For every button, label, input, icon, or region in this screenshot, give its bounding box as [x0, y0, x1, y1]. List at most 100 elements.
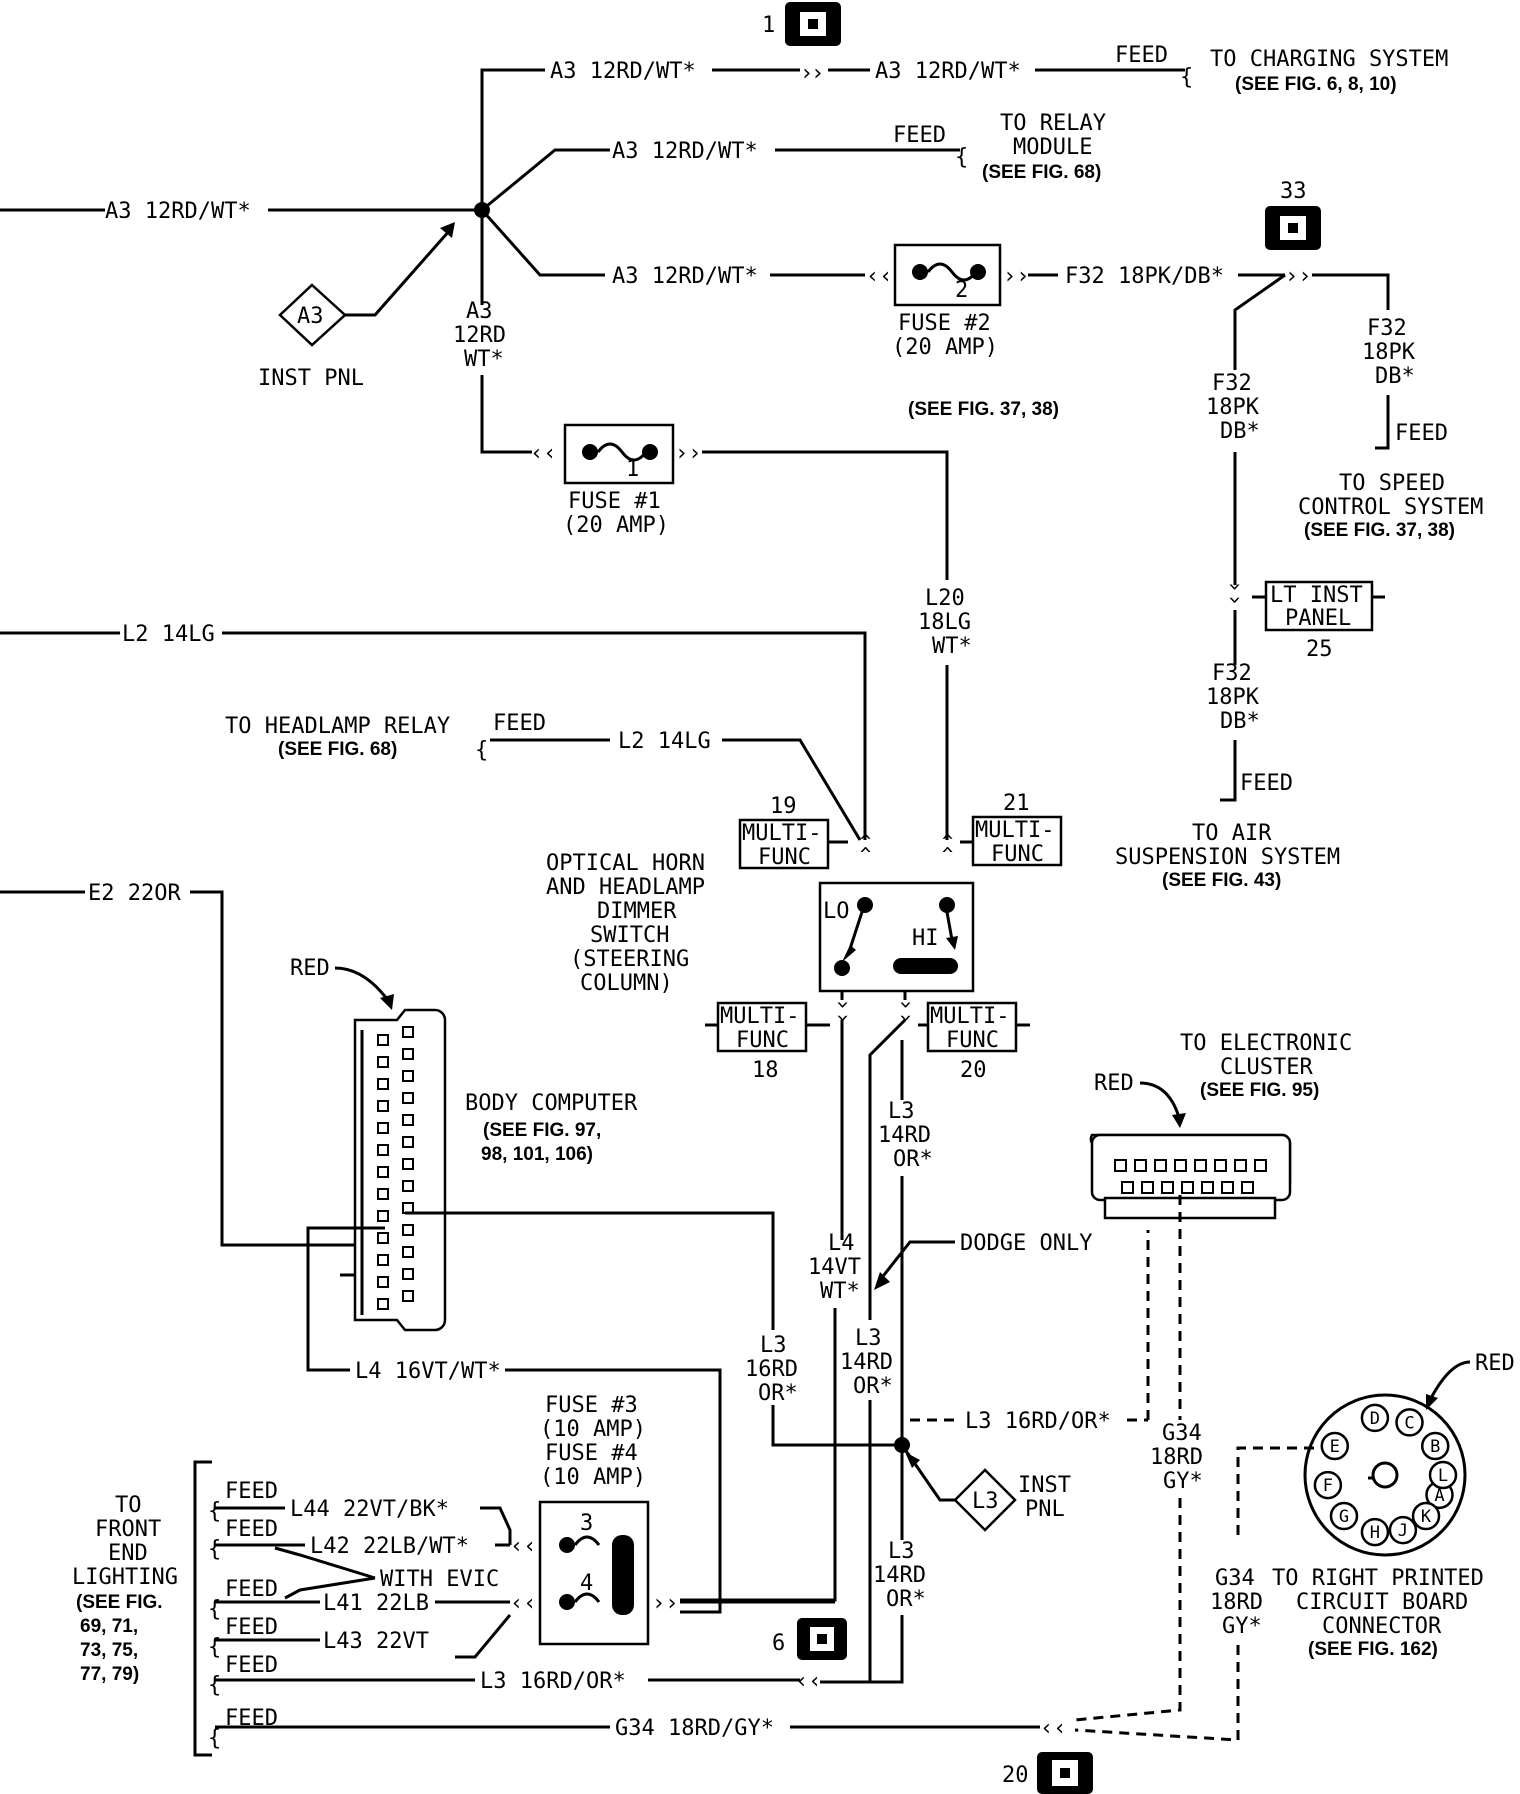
wire-a3-vert-1: A3: [466, 299, 493, 324]
switch-hi-label: HI: [912, 926, 939, 951]
wire-g34-upper-1: G34: [1162, 1421, 1202, 1446]
connector-pin: [377, 1166, 389, 1178]
dest-headlamp-title: TO HEADLAMP RELAY: [225, 714, 450, 739]
svg-text:L: L: [1438, 1466, 1448, 1486]
dest-board-title-2: CIRCUIT BOARD: [1296, 1590, 1468, 1615]
svg-text:C: C: [1404, 1413, 1414, 1433]
connector-pin: [402, 1180, 414, 1192]
svg-text:H: H: [1370, 1523, 1380, 1543]
dest-front-ref-1: (SEE FIG.: [76, 1592, 163, 1613]
connector-pin: [402, 1048, 414, 1060]
wire-label-e2: E2 22OR: [88, 881, 181, 906]
red-label-cluster: RED: [1094, 1071, 1134, 1096]
feed-label-front-1: FEED: [225, 1479, 278, 1504]
round-pin-b: B: [1420, 1431, 1450, 1461]
wire-l3-mid-2: 14RD: [840, 1350, 893, 1375]
wire-l3-right-1: L3: [888, 1099, 915, 1124]
switch-label-1: OPTICAL HORN: [546, 851, 705, 876]
svg-text:{: {: [208, 1673, 221, 1698]
wire-l4-3: WT*: [820, 1279, 860, 1304]
multifunc-19-num: 19: [770, 794, 797, 819]
fuse34-label-2: (10 AMP): [540, 1417, 646, 1442]
svg-text:G: G: [1339, 1507, 1349, 1527]
connector-pin: [1121, 1181, 1134, 1194]
wire-label-f32-right: F32 18PK/DB*: [1065, 264, 1224, 289]
wire-g34-lower-1: G34: [1215, 1566, 1255, 1591]
svg-text:‹‹: ‹‹: [530, 441, 557, 466]
connector-pin: [1201, 1181, 1214, 1194]
cluster-pins: [1114, 1159, 1267, 1194]
feed-label-front-3: FEED: [225, 1577, 278, 1602]
dest-charging-title: TO CHARGING SYSTEM: [1210, 47, 1448, 72]
feed-squiggle-icon: {: [475, 738, 488, 763]
wire-f32-air-1: F32: [1212, 661, 1252, 686]
fuse-2-label-2: (20 AMP): [892, 335, 998, 360]
wire-label-l2-relay: L2 14LG: [618, 729, 711, 754]
l3-tag-label: L3: [972, 1489, 999, 1514]
wire-label-g34-bottom: G34 18RD/GY*: [615, 1716, 774, 1741]
feed-squiggle-icon: {: [955, 145, 968, 170]
connector-pin: [402, 1290, 414, 1302]
feed-label-charging: FEED: [1115, 43, 1168, 68]
dest-cluster-title-2: CLUSTER: [1220, 1055, 1313, 1080]
body-computer-ref-2: 98, 101, 106): [481, 1144, 593, 1165]
round-pin-e: E: [1320, 1431, 1350, 1461]
wire-l3-right-3: OR*: [893, 1147, 933, 1172]
feed-label-relay: FEED: [893, 123, 946, 148]
dest-front-title-2: FRONT: [95, 1517, 161, 1542]
switch-group: L2 14LG L20 18LG WT* TO HEADLAMP RELAY (…: [0, 586, 1063, 1083]
multifunc-18-label-1: MULTI-: [720, 1004, 799, 1029]
round-pin-l: L: [1428, 1460, 1458, 1490]
svg-text:‹‹: ‹‹: [935, 830, 960, 857]
lower-wiring: E2 22OR RED BODY COMPUTER (SEE FIG. 97, …: [0, 881, 1150, 1794]
wire-l4-2: 14VT: [808, 1255, 861, 1280]
svg-text:‹‹: ‹‹: [1040, 1716, 1067, 1741]
wire-label-l44: L44 22VT/BK*: [290, 1497, 449, 1522]
dest-cluster-ref: (SEE FIG. 95): [1200, 1080, 1319, 1101]
connector-pin: [1161, 1181, 1174, 1194]
svg-text:D: D: [1370, 1409, 1380, 1429]
connector-pin: [377, 1298, 389, 1310]
lt-inst-panel: LT INST PANEL: [1264, 580, 1374, 632]
connector-pin: [402, 1268, 414, 1280]
ground-number: 6: [772, 1631, 785, 1656]
connector-pin: [1141, 1181, 1154, 1194]
dest-air-title-1: TO AIR: [1192, 821, 1272, 846]
connector-pin: [402, 1026, 414, 1038]
dest-front-ref-4: 77, 79): [80, 1664, 139, 1685]
svg-text:‹‹: ‹‹: [853, 830, 878, 857]
feed-label-front-2: FEED: [225, 1517, 278, 1542]
svg-text:››: ››: [1285, 264, 1312, 289]
wire-g34-lower-2: 18RD: [1210, 1590, 1263, 1615]
connector-pin: [377, 1276, 389, 1288]
dest-charging-ref: (SEE FIG. 6, 8, 10): [1235, 74, 1397, 95]
connector-arrow-icon: ›: [811, 61, 824, 86]
wire-label-a3-left: A3 12RD/WT*: [105, 199, 251, 224]
dest-air-ref: (SEE FIG. 43): [1162, 870, 1281, 891]
feed-label-front-4: FEED: [225, 1615, 278, 1640]
svg-text:››: ››: [1003, 264, 1030, 289]
red-label-body: RED: [290, 956, 330, 981]
wire-l3-left-3: OR*: [758, 1381, 798, 1406]
cluster-group: TO ELECTRONIC CLUSTER (SEE FIG. 95) RED …: [1074, 1031, 1515, 1742]
svg-text:‹‹: ‹‹: [866, 264, 893, 289]
body-computer-connector: [340, 1008, 447, 1332]
round-pin-d: D: [1360, 1403, 1390, 1433]
wire-a3-vert-3: WT*: [464, 347, 504, 372]
wire-f32-speed-1: F32: [1367, 316, 1407, 341]
connector-pin: [1221, 1181, 1234, 1194]
multifunc-19-label-2: FUNC: [758, 845, 811, 870]
fuse34-label-3: FUSE #4: [545, 1441, 638, 1466]
connector-pin: [1241, 1181, 1254, 1194]
switch-label-6: COLUMN): [580, 971, 673, 996]
round-pin-g: G: [1329, 1501, 1359, 1531]
feed-label-speed: FEED: [1395, 421, 1448, 446]
multifunc-20-label-2: FUNC: [946, 1028, 999, 1053]
feed-label-air: FEED: [1240, 771, 1293, 796]
fuse-1-label-2: (20 AMP): [563, 513, 669, 538]
svg-text:››: ››: [1222, 580, 1247, 607]
feed-squiggle-icon: {: [1180, 65, 1193, 90]
connector-pin: [377, 1034, 389, 1046]
multifunc-19-label-1: MULTI-: [742, 821, 821, 846]
